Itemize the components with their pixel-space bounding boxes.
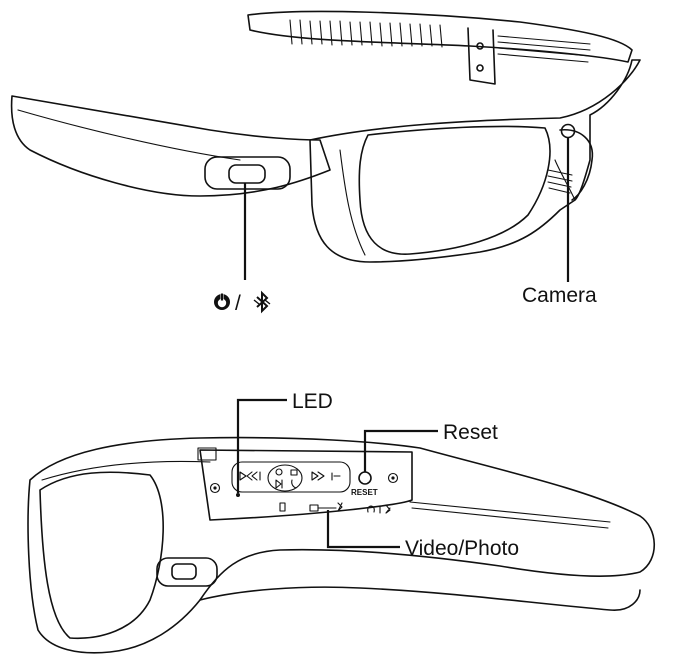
power-bluetooth-pod bbox=[204, 156, 291, 190]
power-bluetooth-button bbox=[228, 164, 266, 184]
near-temple bbox=[10, 95, 331, 197]
lens bbox=[358, 125, 551, 255]
side-frame bbox=[27, 436, 655, 654]
led-indicator bbox=[236, 493, 240, 497]
label-led: LED bbox=[292, 390, 333, 413]
glasses-front-view: / Camera bbox=[10, 10, 641, 315]
bluetooth-icon bbox=[253, 290, 271, 314]
reset-button-text: RESET bbox=[351, 488, 378, 497]
power-icon bbox=[214, 293, 230, 310]
control-rocker bbox=[231, 461, 351, 493]
control-panel bbox=[199, 449, 413, 521]
label-camera: Camera bbox=[522, 284, 597, 307]
reset-button bbox=[358, 471, 372, 485]
glasses-side-view: RESET LED Reset Video/Photo bbox=[27, 390, 655, 654]
far-temple bbox=[247, 10, 633, 63]
icon-separator: / bbox=[235, 292, 241, 315]
label-reset: Reset bbox=[443, 421, 498, 444]
camera-lens bbox=[560, 123, 576, 139]
label-video-photo: Video/Photo bbox=[405, 537, 519, 560]
side-lens bbox=[39, 471, 164, 640]
frame-front bbox=[309, 59, 641, 263]
